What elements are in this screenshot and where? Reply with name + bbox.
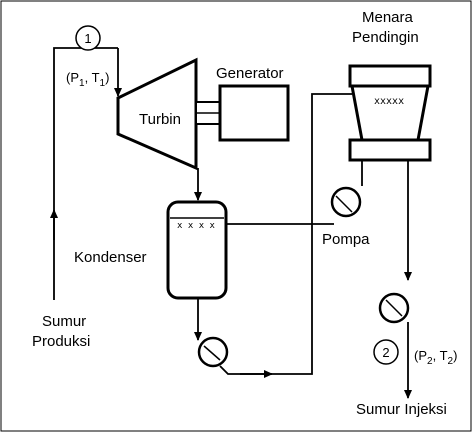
state-point-1-number: 1	[84, 31, 91, 46]
pompa-cooling	[330, 186, 362, 218]
pompa-injection-mark	[385, 299, 403, 317]
pompa-condensate-mark	[203, 345, 221, 361]
cooling-tower-fan	[348, 64, 432, 88]
generator-label: Generator	[216, 65, 284, 82]
cooling-tower-spray: xxxxx	[374, 96, 404, 107]
state-point-2-circle	[373, 339, 399, 365]
pompa-label: Pompa	[322, 231, 370, 248]
pompa-cooling-mark	[335, 195, 353, 213]
sumur-produksi-label-2: Produksi	[32, 333, 90, 350]
cooling-tower-body	[350, 84, 430, 142]
kondenser-label: Kondenser	[74, 249, 147, 266]
menara-label-2: Pendingin	[352, 29, 419, 46]
state-point-1-label: (P1, T1)	[66, 70, 109, 89]
condensate-to-tower-line	[219, 93, 352, 375]
turbine	[116, 57, 198, 171]
cooling-tower-basin	[348, 138, 432, 162]
menara-label-1: Menara	[362, 9, 414, 26]
state-point-2-number: 2	[382, 345, 389, 360]
condenser-spray: x x x x	[177, 221, 216, 231]
condenser	[166, 200, 228, 300]
pompa-condensate	[197, 336, 229, 368]
sumur-produksi-label-1: Sumur	[42, 313, 86, 330]
state-point-2-label: (P2, T2)	[414, 348, 457, 367]
sumur-injeksi-label: Sumur Injeksi	[356, 401, 447, 418]
generator	[218, 84, 290, 142]
turbin-label: Turbin	[139, 111, 181, 128]
state-point-1-circle	[75, 25, 101, 51]
